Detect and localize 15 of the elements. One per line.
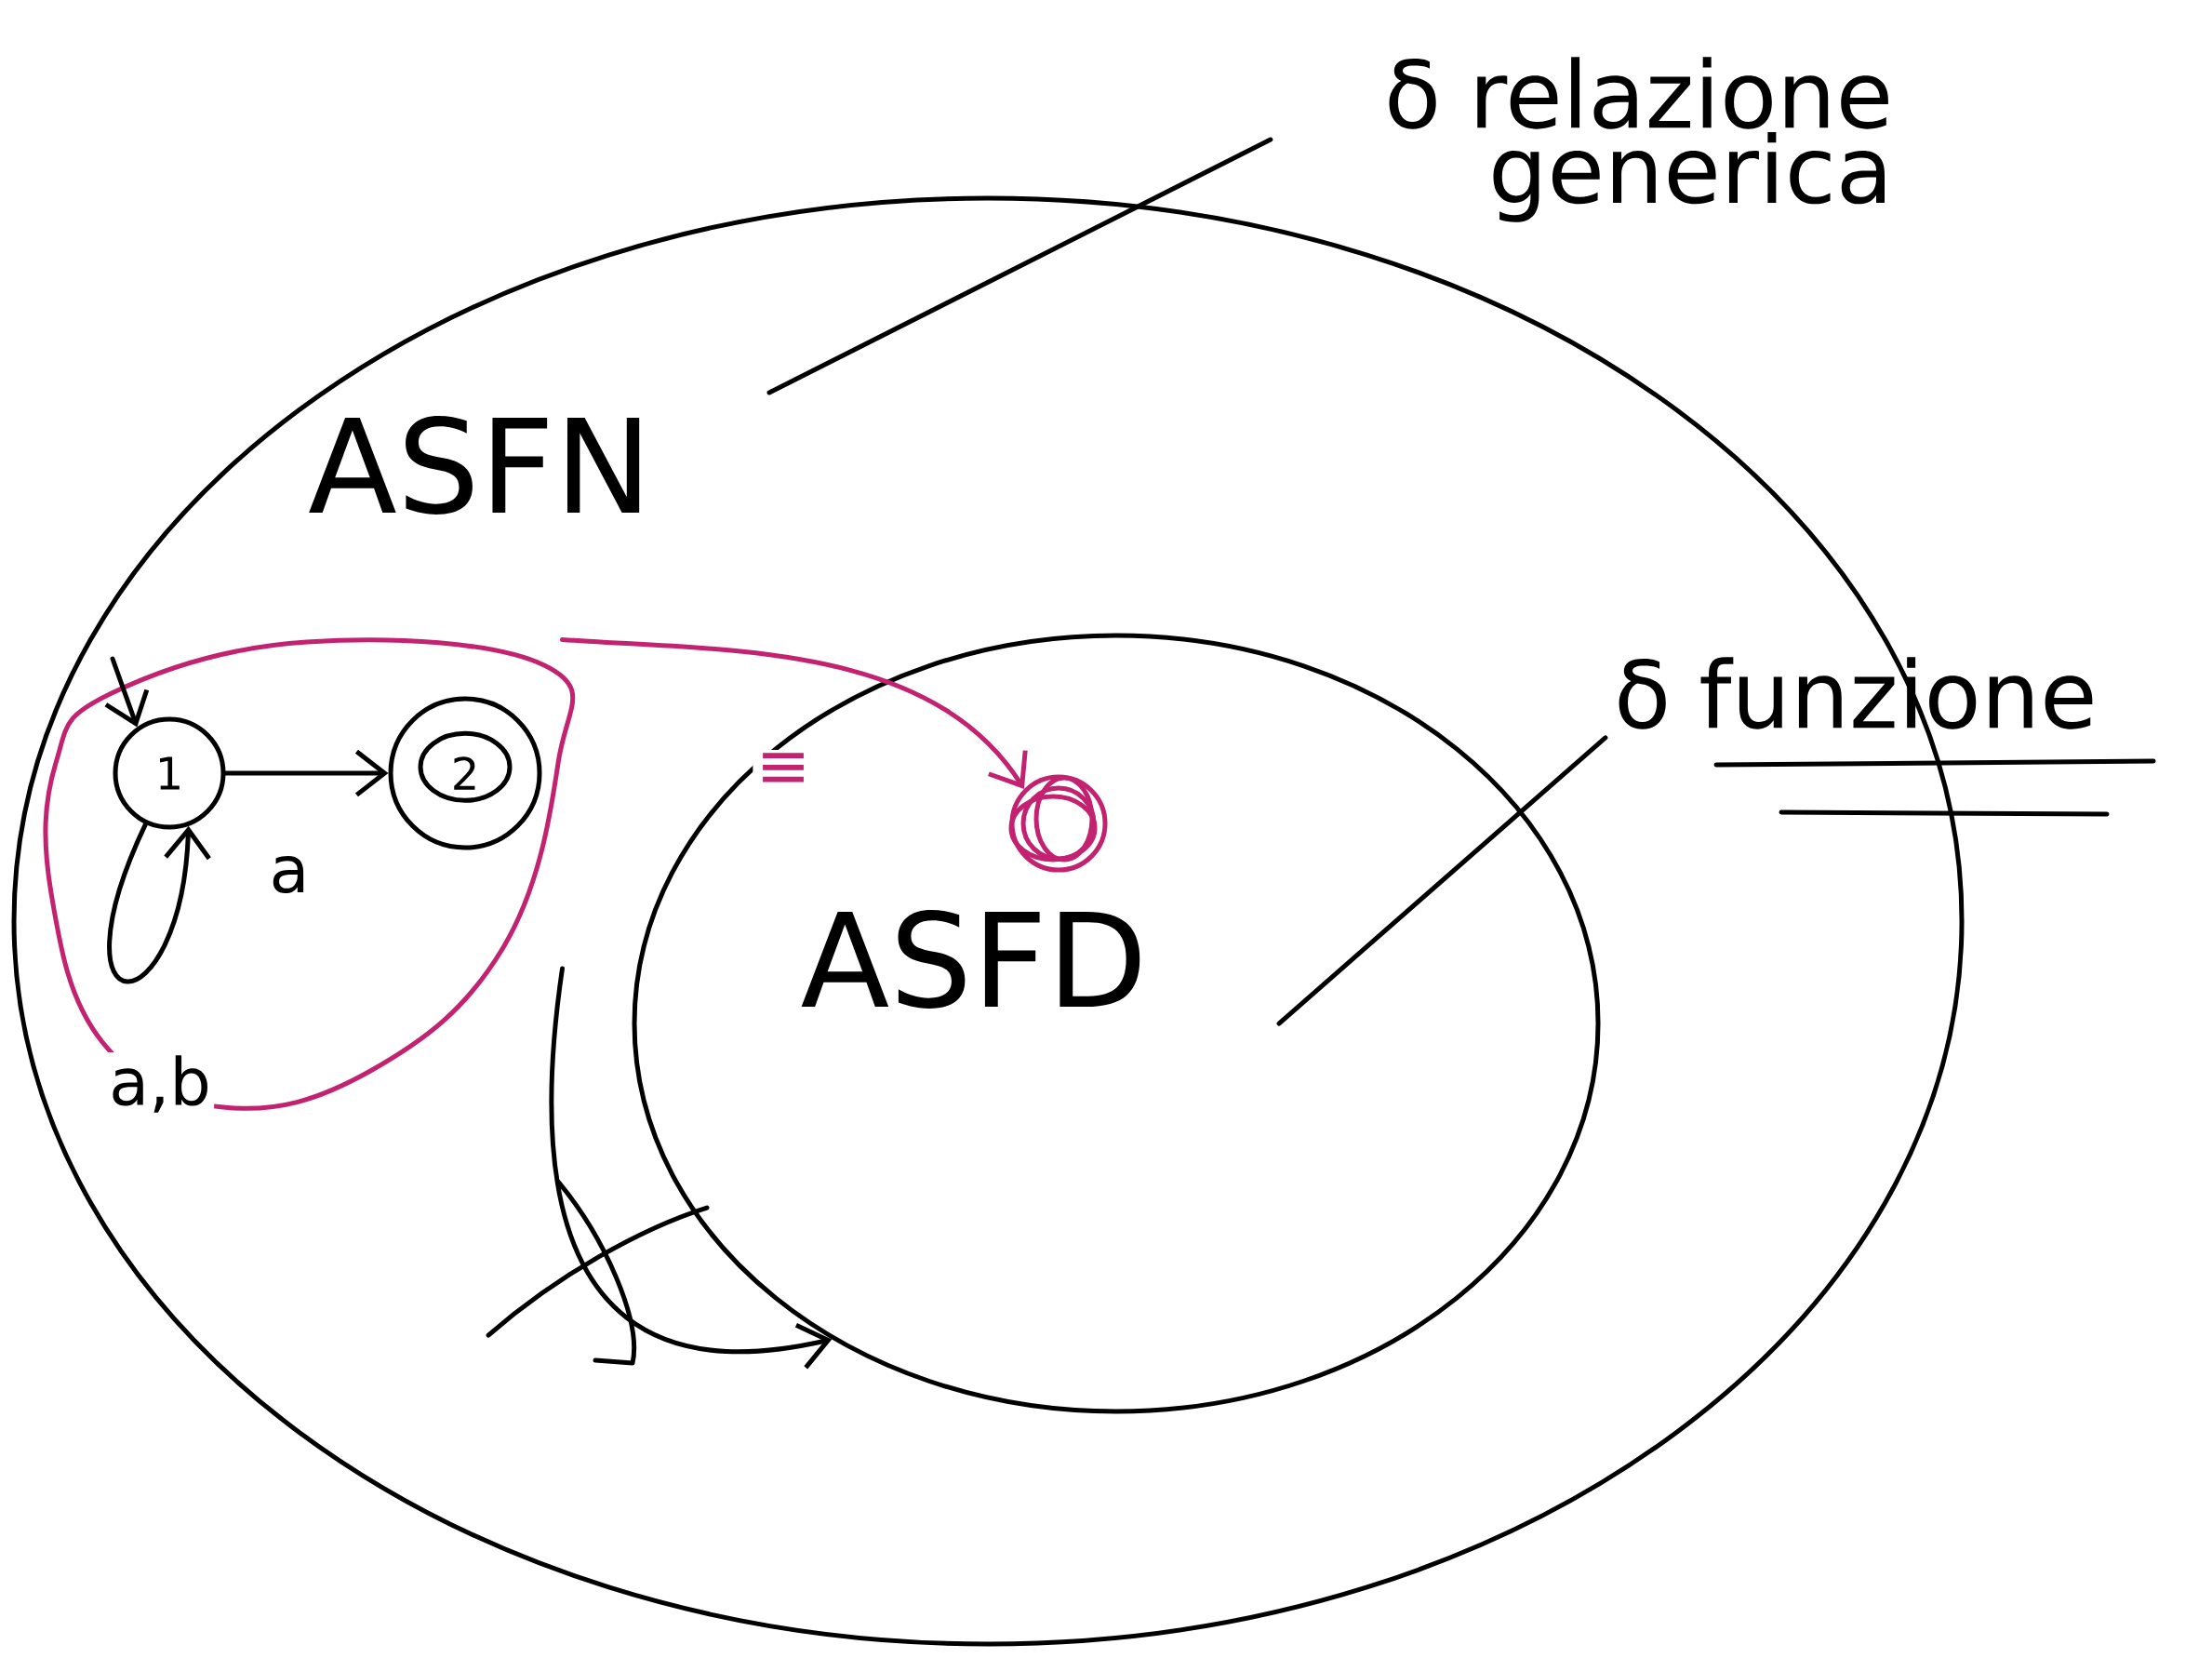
leader-line bbox=[766, 137, 1273, 395]
scribbled-state bbox=[1008, 774, 1108, 873]
self-loop-arrow bbox=[107, 822, 211, 984]
arrow bbox=[550, 966, 833, 1370]
accepting-state: 2 bbox=[388, 696, 542, 850]
annotation-text: δ relazione generica bbox=[1389, 57, 1888, 222]
leader-line bbox=[1276, 735, 1608, 1026]
arrow bbox=[223, 749, 389, 797]
edge-label: a bbox=[266, 852, 313, 897]
arrow bbox=[560, 637, 1028, 789]
loop-outline bbox=[43, 637, 576, 1111]
edge-label: a,b bbox=[105, 1052, 215, 1116]
set-label: ASFN bbox=[309, 416, 640, 515]
set-label: ASFD bbox=[801, 910, 1140, 1009]
edge-label: ≡ bbox=[753, 749, 814, 792]
